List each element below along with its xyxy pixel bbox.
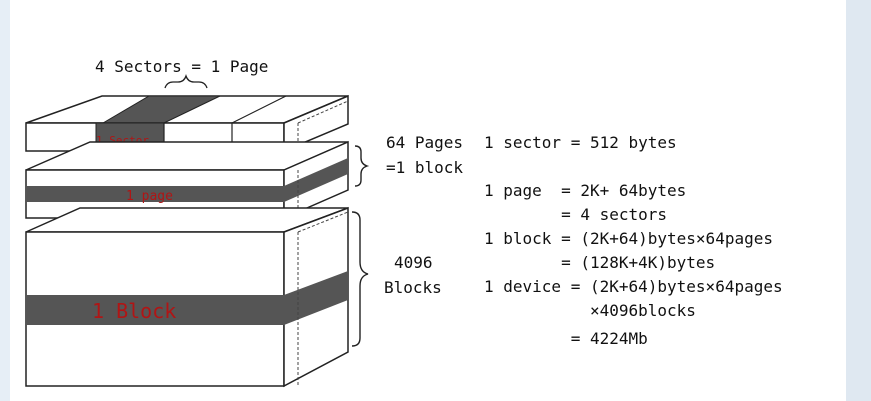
block-band-front [26, 295, 284, 325]
page-band-front [26, 186, 284, 202]
block-slab: 1 page [25, 140, 349, 220]
block-band-side [284, 271, 348, 325]
equations: 1 sector = 512 bytes 1 page = 2K+ 64byte… [484, 133, 783, 348]
device-slab: 1 Block [25, 206, 349, 388]
equation-line: ×4096blocks [484, 301, 696, 320]
page-label: 1 page [126, 189, 173, 204]
equation-line: 1 block = (2K+64)bytes×64pages [484, 229, 773, 248]
equation-line: 1 device = (2K+64)bytes×64pages [484, 277, 783, 296]
blocks-per-device-line2: Blocks [384, 278, 442, 297]
block-brace [354, 145, 370, 187]
pages-per-block-line2: =1 block [386, 158, 463, 177]
blocks-per-device-line1: 4096 [394, 253, 433, 272]
equation-line: = 4224Mb [484, 329, 648, 348]
equation-line: 1 page = 2K+ 64bytes [484, 181, 686, 200]
block-label: 1 Block [92, 299, 176, 323]
device-brace [351, 211, 369, 347]
page-side-strip [846, 0, 871, 401]
equation-line: 1 sector = 512 bytes [484, 133, 677, 152]
equation-line: = 4 sectors [484, 205, 667, 224]
caption-brace [164, 73, 208, 89]
page-band-side [284, 158, 348, 202]
equation-line: = (128K+4K)bytes [484, 253, 715, 272]
caption-sectors-page: 4 Sectors = 1 Page [95, 57, 268, 76]
pages-per-block-line1: 64 Pages [386, 133, 463, 152]
